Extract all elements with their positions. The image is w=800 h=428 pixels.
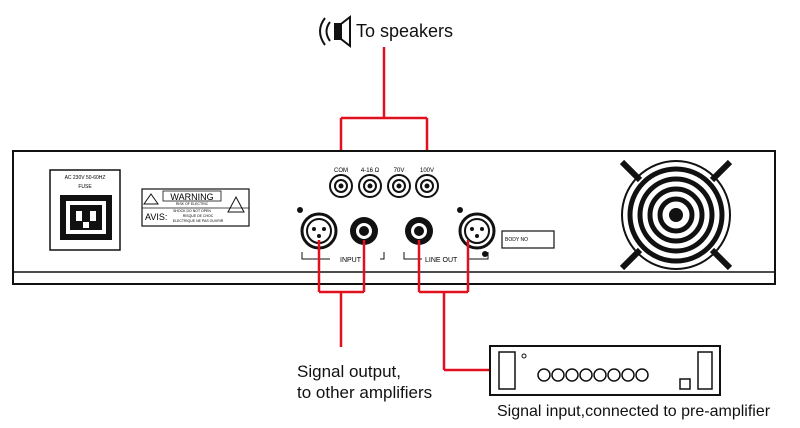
signal-output-wires [317,240,366,347]
speaker-terminal-labels: COM 4-16 Ω 70V 100V [334,168,434,174]
to-speakers-label: To speakers [356,21,454,41]
terminal-label-100v: 100V [420,168,434,174]
terminal-70v [387,174,411,198]
input-label: INPUT [340,257,362,264]
warning-title: WARNING [170,192,213,202]
body-no-label: BODY NO [505,237,528,243]
signal-input-label: Signal input,connected to pre-amplifier [497,403,771,420]
avis-line2: ELECTRIQUE NE PAS OUVRIR [173,219,224,223]
speaker-wires [339,47,429,166]
warning-line1: RISK OF ELECTRIC [176,202,209,206]
terminal-100v [415,174,439,198]
terminal-4-16 [358,174,382,198]
warning-label: WARNING RISK OF ELECTRIC AVIS: SHOCK DO … [141,188,250,227]
avis-line1: RISQUE DE CHOC [183,214,214,218]
speaker-terminals [329,174,439,198]
signal-output-label-line1: Signal output, [297,362,401,381]
signal-output-label-line2: to other amplifiers [297,383,433,402]
terminal-label-70v: 70V [394,168,405,174]
lineout-xlr-connector [457,207,496,257]
warning-line2: SHOCK DO NOT OPEN [173,209,211,213]
warning-avis: AVIS: [145,212,167,222]
lineout-label: LINE OUT [425,257,458,264]
signal-input-wires [417,240,490,372]
terminal-com [329,174,353,198]
power-voltage-label: AC 230V 50-60HZ [65,175,106,181]
terminal-label-4-16: 4-16 Ω [361,168,380,174]
body-number-plate: BODY NO [501,230,555,249]
pre-amplifier-device [489,345,721,396]
io-labels [301,252,489,260]
input-jack [350,217,378,245]
terminal-label-com: COM [334,168,348,174]
fuse-label: FUSE [78,184,92,190]
speaker-icon [319,14,351,49]
power-inlet: AC 230V 50-60HZ FUSE [49,169,121,251]
fan-grille [612,158,762,271]
